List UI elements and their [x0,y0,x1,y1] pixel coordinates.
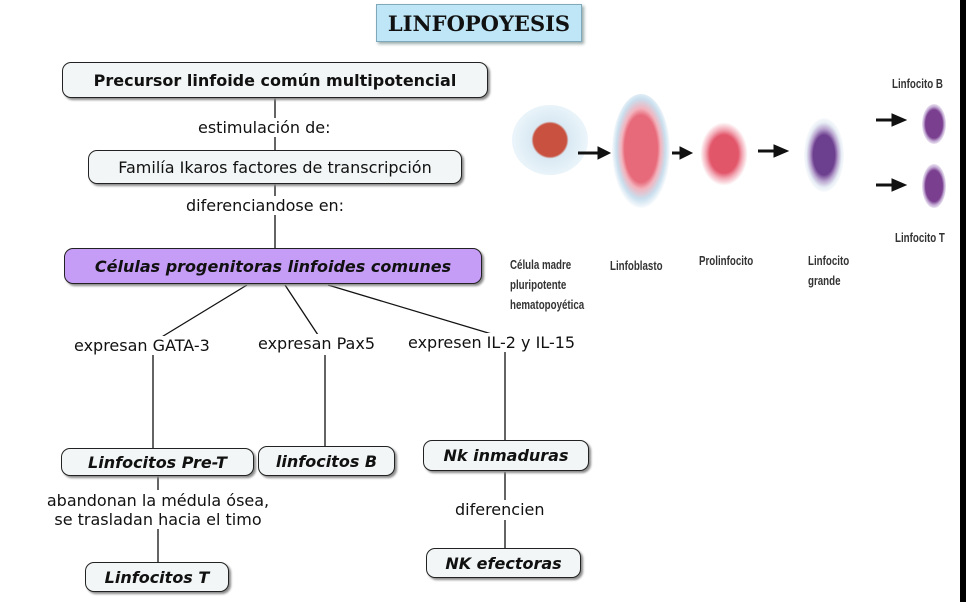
node-nk-inmaduras: Nk inmaduras [423,440,589,471]
caption-linfoblasto: Linfoblasto [610,259,663,273]
node-precursor: Precursor linfoide común multipotencial [62,62,488,98]
caption-celula-madre: Célula madre pluripotente hematopoyética [510,255,584,315]
linfocito-b-image [922,104,946,144]
link-diferenciandose: diferenciandose en: [186,196,345,215]
link-diferencien: diferencien [455,500,545,519]
link-estimulacion: estimulación de: [198,118,331,137]
prolinfocito-image [700,122,748,186]
link-abandonan-line2: se trasladan hacia el timo [54,510,262,529]
node-progenitoras: Células progenitoras linfoides comunes [64,248,482,284]
right-border-bar [960,0,966,602]
caption-prolinfocito: Prolinfocito [699,254,754,268]
caption-celula-line2: pluripotente [510,278,567,292]
node-pre-t: Linfocitos Pre-T [61,448,254,476]
caption-grande-line2: grande [808,274,841,288]
caption-linfocito-b: Linfocito B [892,77,943,91]
link-abandonan: abandonan la médula ósea, se trasladan h… [34,491,282,529]
node-linfocitos-t: Linfocitos T [85,562,229,592]
caption-linfocito-t: Linfocito T [895,231,945,245]
link-il: expresen IL-2 y IL-15 [408,333,576,352]
node-linfocitos-b: linfocitos B [258,446,395,476]
caption-linfocito-grande: Linfocito grande [808,251,849,291]
link-gata3: expresan GATA-3 [74,336,210,355]
linfocito-grande-image [804,118,844,192]
link-pax5: expresan Pax5 [258,334,376,353]
node-ikaros: Familía Ikaros factores de transcripción [88,150,462,184]
caption-celula-line1: Célula madre [510,258,572,272]
linfoblasto-image [612,94,670,208]
page-title: LINFOPOYESIS [376,4,582,42]
link-abandonan-line1: abandonan la médula ósea, [46,491,270,510]
caption-grande-line1: Linfocito [808,254,850,268]
linfocito-t-image [922,164,946,208]
stem-cell-image [512,105,588,175]
caption-celula-line3: hematopoyética [510,298,585,312]
node-nk-efectoras: NK efectoras [426,548,581,578]
